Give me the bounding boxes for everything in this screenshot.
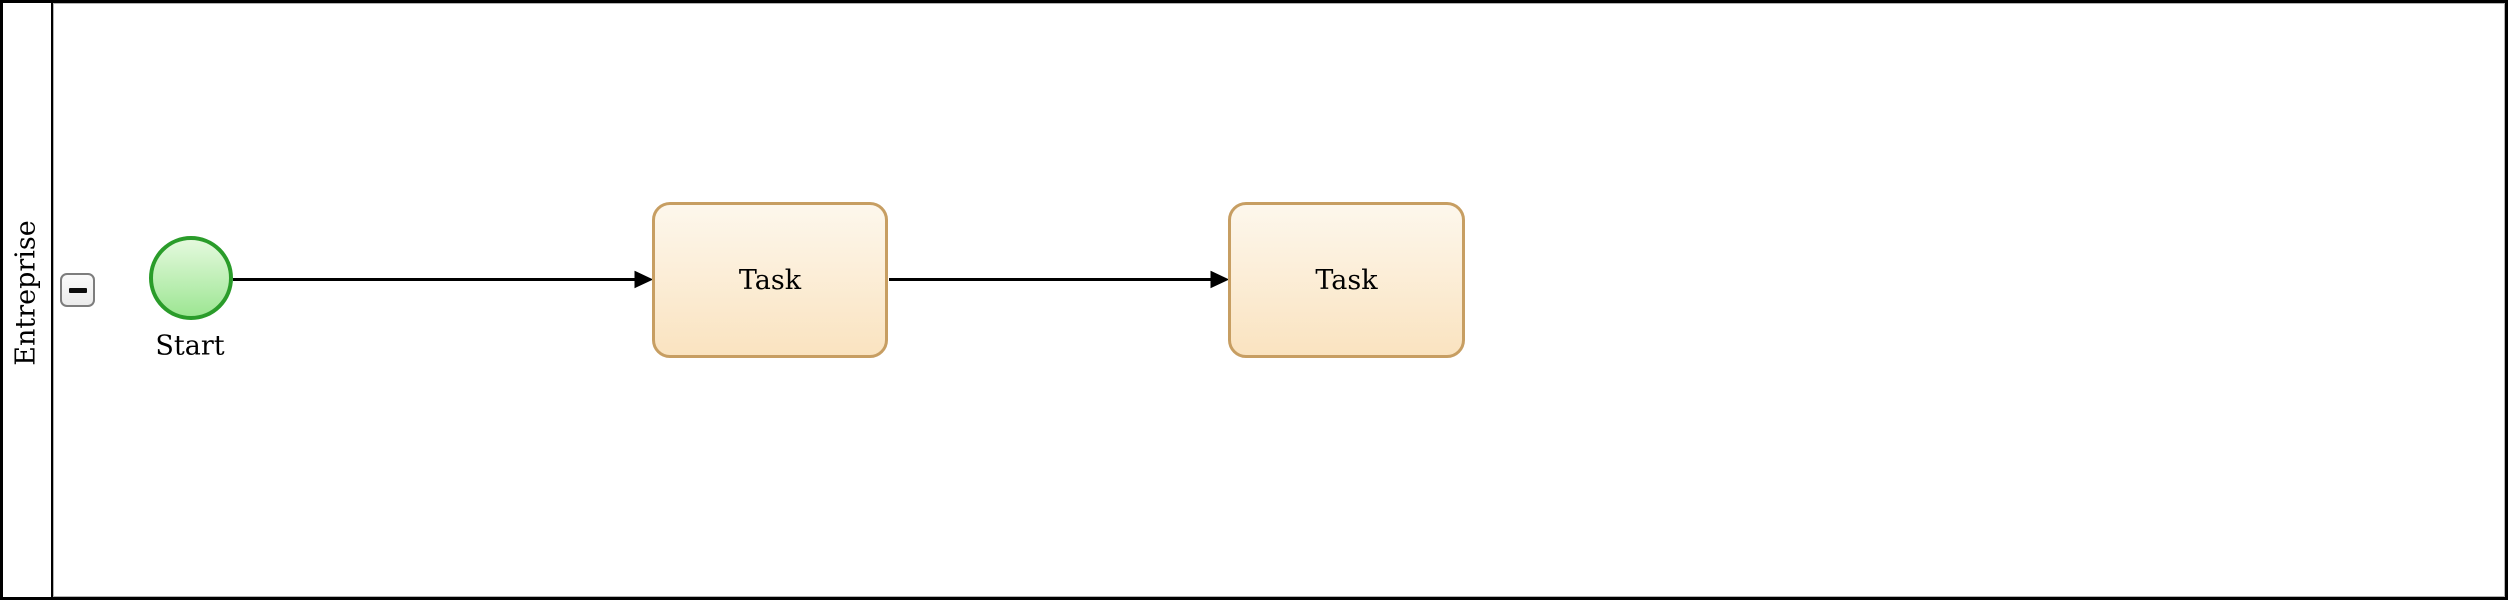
sequence-flow-task1-to-task2[interactable]	[889, 270, 1230, 289]
minus-icon	[68, 287, 87, 293]
pool-collapse-button[interactable]	[60, 273, 95, 307]
start-event-node[interactable]	[149, 236, 233, 320]
arrowhead-icon	[1210, 270, 1230, 289]
pool-title-divider	[51, 0, 53, 600]
arrowhead-icon	[634, 270, 654, 289]
task-1-label: Task	[738, 264, 802, 296]
task-2-label: Task	[1315, 264, 1378, 296]
sequence-flow-start-to-task1[interactable]	[233, 270, 654, 289]
task-node-1[interactable]: Task	[652, 202, 888, 358]
task-node-2[interactable]: Task	[1228, 202, 1465, 358]
start-event-label: Start	[155, 330, 225, 362]
pool-title-lane[interactable]: Entreprise	[0, 0, 51, 600]
